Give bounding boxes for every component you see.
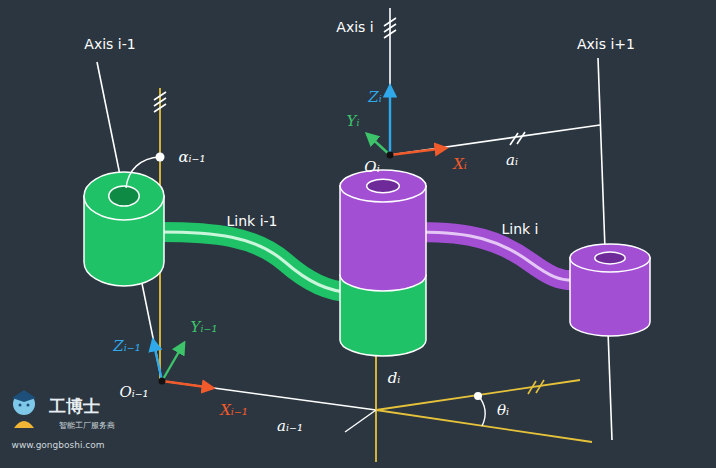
watermark: www.gongboshi.com xyxy=(12,441,105,451)
axis-hatch xyxy=(154,104,166,112)
parallel-mark xyxy=(528,381,536,394)
link-name: Link i-1 xyxy=(227,214,278,229)
watermark: 工博士 xyxy=(49,397,100,416)
link-name: Link i xyxy=(501,222,538,237)
watermark-logo xyxy=(12,390,36,428)
common-normal xyxy=(162,381,376,410)
z-axis-arrow xyxy=(153,340,162,381)
x-axis-line xyxy=(376,410,592,442)
link-band xyxy=(160,232,350,292)
common-normal xyxy=(345,410,376,432)
angle-dot xyxy=(156,153,165,162)
origin-label: Oᵢ xyxy=(364,159,379,176)
z-axis-arrow xyxy=(389,86,391,155)
link-band-highlight xyxy=(160,232,350,292)
link-band-highlight xyxy=(420,232,578,280)
axis-name: Axis i-1 xyxy=(84,37,135,52)
y-axis-arrow xyxy=(162,343,184,381)
axis-line xyxy=(389,8,391,155)
parallel-mark xyxy=(517,132,525,144)
axis-hatch xyxy=(384,30,396,38)
x-axis-arrow xyxy=(162,381,213,388)
angle-label: θᵢ xyxy=(497,402,509,419)
x-axis-arrow xyxy=(390,148,446,155)
origin-label: Oᵢ₋₁ xyxy=(119,384,148,401)
length-label: aᵢ xyxy=(506,152,518,169)
joint-cylinder-middle xyxy=(340,170,426,356)
leader-line xyxy=(126,157,160,188)
axis-label: Zᵢ xyxy=(368,89,381,106)
link-band xyxy=(420,232,578,280)
offset-line xyxy=(375,345,377,462)
y-axis-arrow xyxy=(367,134,390,155)
length-label: aᵢ₋₁ xyxy=(277,418,303,435)
parallel-line xyxy=(376,380,580,410)
joint-cylinder-left xyxy=(84,172,164,286)
parallel-mark xyxy=(536,380,544,393)
offset-label: dᵢ xyxy=(388,370,401,387)
axis-label: Xᵢ₋₁ xyxy=(220,402,248,419)
axis-label: Xᵢ xyxy=(453,156,467,173)
watermark: 智能工厂服务商 xyxy=(59,422,115,431)
frame-origin xyxy=(387,152,394,159)
frame-origin xyxy=(159,378,166,385)
axis-label: Yᵢ₋₁ xyxy=(191,319,218,336)
joint-cylinder-right xyxy=(570,244,650,336)
axis-name: Axis i+1 xyxy=(577,37,635,52)
common-normal xyxy=(390,125,600,155)
axis-label: Zᵢ₋₁ xyxy=(113,338,140,355)
angle-dot xyxy=(474,392,482,400)
axis-label: Yᵢ xyxy=(347,113,360,130)
angle-label: αᵢ₋₁ xyxy=(178,149,205,166)
axis-name: Axis i xyxy=(336,20,373,35)
